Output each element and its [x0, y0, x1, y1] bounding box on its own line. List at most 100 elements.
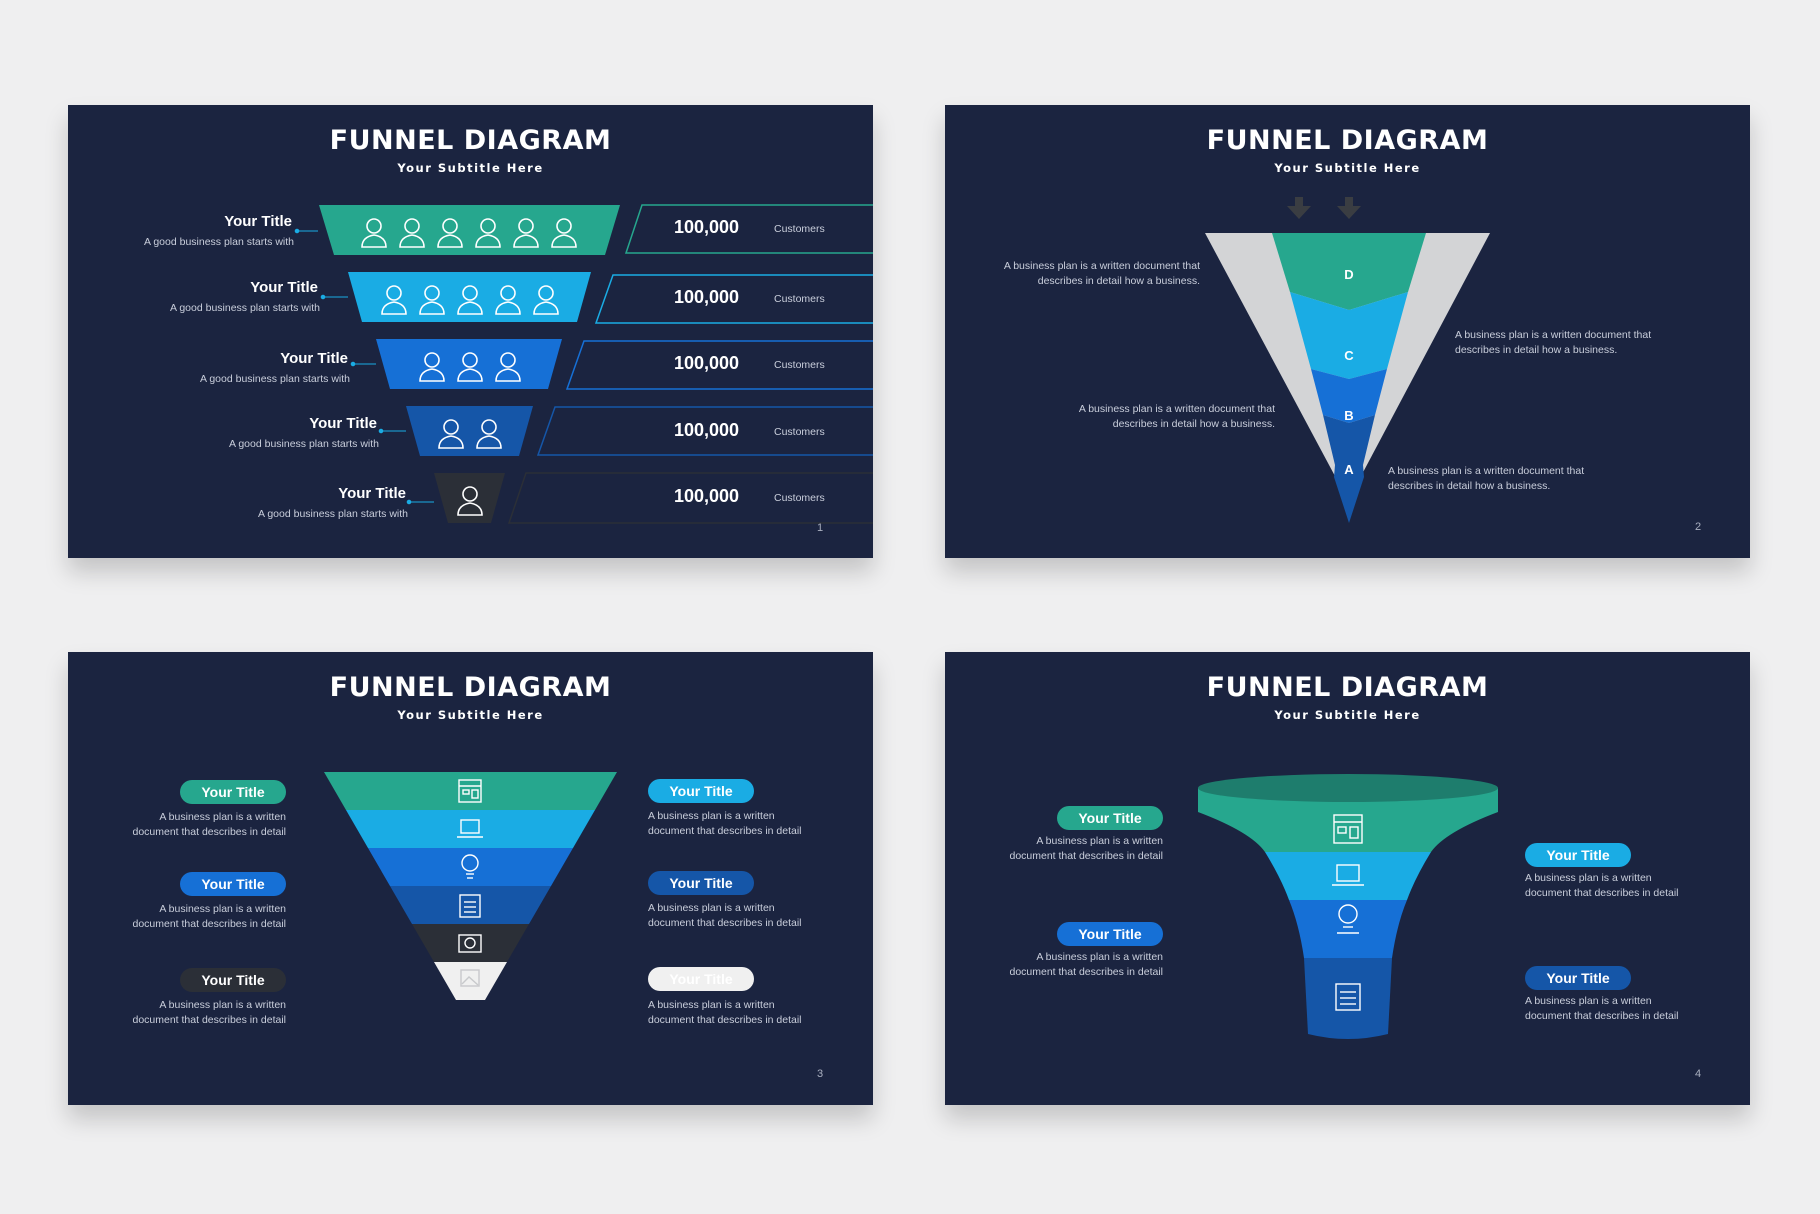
row-value: 100,000 [674, 217, 740, 237]
laptop-icon [457, 819, 483, 838]
page-number: 1 [817, 522, 824, 534]
funnel-graphic [1198, 774, 1498, 1039]
title-pill: Your Title [648, 967, 754, 991]
funnel-level-5 [412, 924, 529, 962]
row-title: Your Title [309, 415, 377, 432]
camera-icon [458, 934, 482, 953]
title-pill: Your Title [1525, 843, 1631, 867]
document-icon [1335, 983, 1361, 1011]
funnel-level-3 [368, 848, 573, 886]
funnel-level-5 [434, 473, 505, 523]
title-pill: Your Title [1057, 806, 1163, 830]
row-value: 100,000 [674, 353, 740, 373]
title-pill: Your Title [1525, 966, 1631, 990]
stage-a [1323, 415, 1375, 523]
funnel-rim [1198, 774, 1498, 802]
row-unit: Customers [774, 359, 825, 371]
row-title: Your Title [224, 213, 292, 230]
stage-label: C [1344, 348, 1354, 363]
title-pill: Your Title [648, 871, 754, 895]
people-icon [438, 419, 502, 449]
slide-3[interactable]: FUNNEL DIAGRAM Your Subtitle Here Your T… [68, 652, 873, 1105]
slide-1[interactable]: FUNNEL DIAGRAM Your Subtitle Here [68, 105, 873, 558]
lightbulb-icon [1337, 904, 1359, 934]
row-unit: Customers [774, 293, 825, 305]
title-pill: Your Title [180, 780, 286, 804]
pill-desc: A business plan is a written document th… [132, 999, 286, 1026]
slide-subtitle: Your Subtitle Here [1274, 708, 1421, 722]
row-unit: Customers [774, 492, 825, 504]
pill-desc: A business plan is a written document th… [1525, 872, 1679, 899]
slide-title: FUNNEL DIAGRAM [1206, 125, 1489, 156]
funnel-level-1 [324, 772, 617, 810]
arrow-down-icon [1287, 197, 1361, 219]
funnel-level-4 [406, 406, 533, 456]
page-number: 2 [1695, 521, 1702, 533]
stage-d [1272, 233, 1426, 310]
description: A business plan is a written document th… [1388, 465, 1585, 492]
slide-title: FUNNEL DIAGRAM [1206, 672, 1489, 703]
row-unit: Customers [774, 223, 825, 235]
row-title: Your Title [280, 350, 348, 367]
title-pill: Your Title [648, 779, 754, 803]
funnel-graphic [294, 204, 873, 524]
people-icon [419, 352, 521, 382]
pill-desc: A business plan is a written document th… [132, 903, 286, 930]
funnel-level-1 [319, 205, 620, 255]
title-pill: Your Title [180, 872, 286, 896]
title-pill: Your Title [180, 968, 286, 992]
slide-subtitle: Your Subtitle Here [397, 708, 544, 722]
slide-subtitle: Your Subtitle Here [1274, 161, 1421, 175]
page-number: 3 [817, 1068, 824, 1080]
pill-desc: A business plan is a written document th… [1525, 995, 1679, 1022]
row-value: 100,000 [674, 486, 740, 506]
stage-label: B [1344, 408, 1353, 423]
lightbulb-icon [461, 854, 479, 879]
document-icon [459, 894, 481, 918]
funnel-graphic: D C B A [1205, 197, 1490, 523]
row-title: Your Title [338, 485, 406, 502]
pill-desc: A business plan is a written document th… [1009, 835, 1163, 862]
row-desc: A good business plan starts with [169, 302, 320, 314]
slide-2[interactable]: FUNNEL DIAGRAM Your Subtitle Here D C B … [945, 105, 1750, 558]
people-icon [361, 218, 577, 248]
funnel-level-1 [1198, 788, 1498, 852]
funnel-level-4 [390, 886, 551, 924]
pill-desc: A business plan is a written document th… [648, 902, 802, 929]
pill-desc: A business plan is a written document th… [648, 810, 802, 837]
slide-4[interactable]: FUNNEL DIAGRAM Your Subtitle Here Your T… [945, 652, 1750, 1105]
laptop-icon [1332, 864, 1364, 886]
pill-desc: A business plan is a written document th… [1009, 951, 1163, 978]
funnel-level-6 [434, 962, 507, 1000]
row-unit: Customers [774, 426, 825, 438]
row-value: 100,000 [674, 420, 740, 440]
stage-label: A [1344, 462, 1354, 477]
description: A business plan is a written document th… [1455, 329, 1652, 356]
funnel-graphic [324, 772, 617, 1000]
funnel-level-2 [346, 810, 595, 848]
people-icon [381, 285, 559, 315]
image-icon [460, 969, 480, 987]
row-desc: A good business plan starts with [257, 508, 408, 520]
funnel-level-2 [1265, 852, 1431, 900]
stage-b [1311, 369, 1387, 423]
slide-title: FUNNEL DIAGRAM [329, 125, 612, 156]
row-desc: A good business plan starts with [199, 373, 350, 385]
funnel-level-3 [376, 339, 562, 389]
funnel-level-2 [348, 272, 591, 322]
page-number: 4 [1695, 1068, 1702, 1080]
stage-c [1290, 292, 1408, 379]
person-icon [457, 486, 483, 516]
row-title: Your Title [250, 279, 318, 296]
slide-subtitle: Your Subtitle Here [397, 161, 544, 175]
row-desc: A good business plan starts with [143, 236, 294, 248]
stage-label: D [1344, 267, 1353, 282]
funnel-level-3 [1289, 900, 1407, 958]
description: A business plan is a written document th… [1078, 403, 1275, 430]
description: A business plan is a written document th… [1003, 260, 1200, 287]
layout-icon [458, 779, 482, 803]
row-value: 100,000 [674, 287, 740, 307]
title-pill: Your Title [1057, 922, 1163, 946]
row-desc: A good business plan starts with [228, 438, 379, 450]
pill-desc: A business plan is a written document th… [132, 811, 286, 838]
